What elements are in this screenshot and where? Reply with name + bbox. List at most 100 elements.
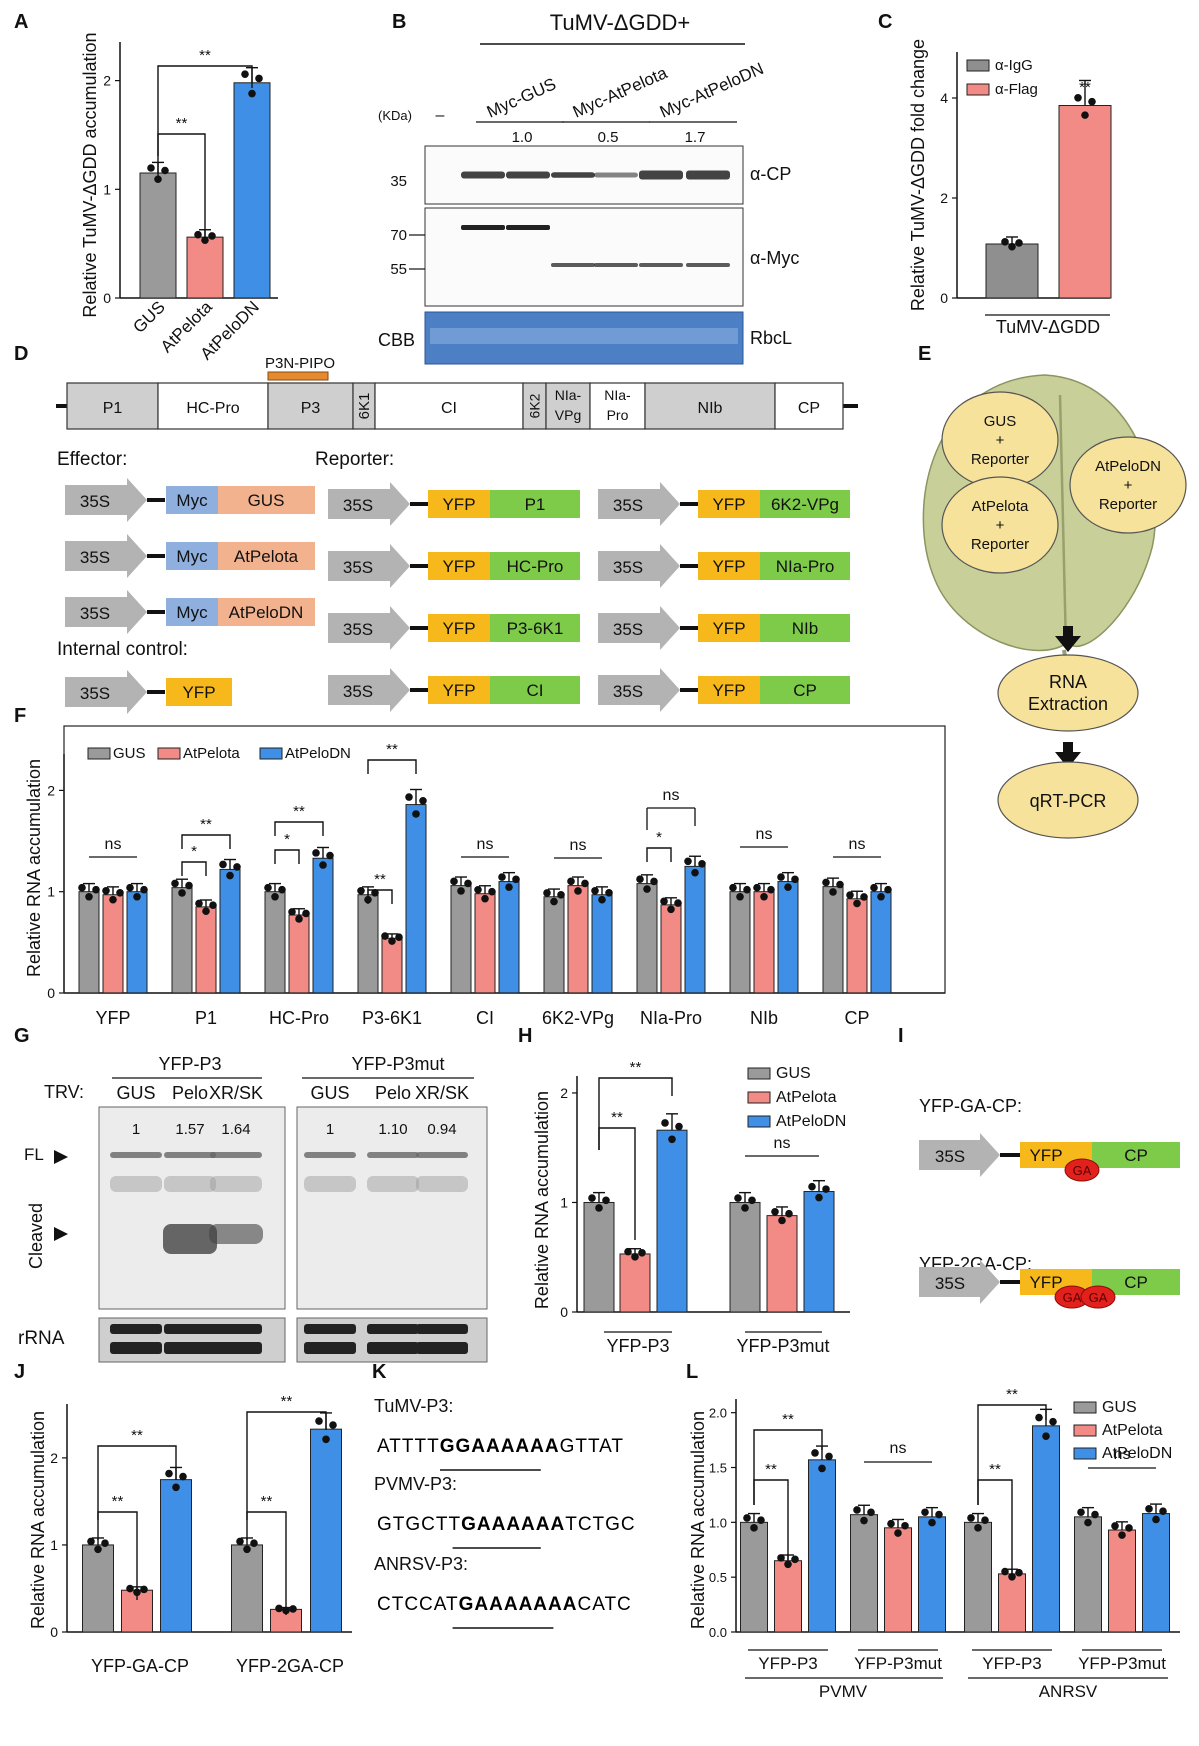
data-point bbox=[674, 899, 682, 907]
genome-label: VPg bbox=[555, 407, 581, 423]
rrna-band bbox=[304, 1324, 356, 1334]
cleaved-band bbox=[163, 1224, 217, 1254]
genome-segment-hc-pro bbox=[157, 382, 269, 430]
bar bbox=[870, 891, 892, 994]
fl-label: FL bbox=[24, 1145, 44, 1164]
significance-bracket bbox=[157, 133, 206, 238]
myc-tag bbox=[166, 486, 218, 514]
genome-label: 6K1 bbox=[356, 393, 373, 420]
genome-segment-nia-vpg bbox=[545, 382, 591, 430]
promoter-label: 35S bbox=[80, 684, 110, 703]
x-tick-label: HC-Pro bbox=[269, 1008, 329, 1028]
bar bbox=[803, 1191, 835, 1313]
x-tick-label: NIa-Pro bbox=[640, 1008, 702, 1028]
data-point bbox=[264, 883, 272, 892]
myc-blot bbox=[424, 207, 744, 307]
genome-label: NIa- bbox=[604, 387, 631, 403]
significance-bracket bbox=[157, 65, 253, 156]
legend-entry: AtPeloDN bbox=[285, 745, 351, 762]
smear bbox=[416, 1176, 468, 1192]
data-point bbox=[464, 879, 472, 888]
significance-label: ** bbox=[611, 1109, 623, 1126]
significance-label: ** bbox=[293, 803, 305, 820]
data-point bbox=[505, 883, 513, 891]
data-point bbox=[87, 1537, 95, 1546]
bar bbox=[160, 1479, 192, 1633]
sequence-flank: GTTAT bbox=[560, 1436, 624, 1457]
blot-band bbox=[686, 170, 730, 180]
bar bbox=[288, 914, 310, 994]
legend-swatch bbox=[966, 59, 990, 72]
panel-letter: I bbox=[898, 1025, 904, 1047]
x-tick-label: YFP-2GA-CP bbox=[236, 1656, 344, 1676]
promoter-arrow bbox=[328, 606, 410, 650]
data-point bbox=[194, 230, 202, 239]
data-point bbox=[329, 1421, 337, 1429]
reporter-label: CP bbox=[793, 681, 817, 700]
rrna-band bbox=[164, 1342, 216, 1354]
significance-label: ns bbox=[477, 836, 494, 853]
data-point bbox=[172, 1483, 180, 1492]
data-point bbox=[1091, 1510, 1099, 1519]
panel-letter: L bbox=[686, 1361, 698, 1383]
data-point bbox=[161, 166, 169, 175]
data-point bbox=[171, 879, 179, 888]
data-point bbox=[967, 1514, 975, 1522]
promoter-label: 35S bbox=[613, 682, 643, 701]
data-point bbox=[829, 888, 837, 896]
y-tick-label: 0 bbox=[560, 1304, 568, 1320]
data-point bbox=[668, 1135, 676, 1144]
bar bbox=[884, 1527, 912, 1633]
y-tick-label: 1 bbox=[560, 1194, 568, 1210]
data-point bbox=[736, 892, 744, 901]
x-tick-label: YFP-P3 bbox=[982, 1654, 1042, 1673]
data-point bbox=[675, 1122, 683, 1131]
reporter-label: CI bbox=[527, 681, 544, 700]
data-point bbox=[147, 164, 155, 172]
data-point bbox=[729, 883, 737, 892]
data-point bbox=[319, 861, 327, 869]
smear bbox=[164, 1176, 216, 1192]
y-tick-label: 2 bbox=[103, 73, 111, 89]
sequence-flank: ATTTT bbox=[377, 1436, 440, 1457]
x-tick-label: YFP-GA-CP bbox=[91, 1656, 189, 1676]
significance-label: ns bbox=[1114, 1446, 1131, 1463]
significance-label: ** bbox=[782, 1411, 794, 1428]
promoter-label: 35S bbox=[613, 620, 643, 639]
data-point bbox=[631, 1253, 639, 1261]
data-point bbox=[357, 887, 365, 895]
band-value: 0.94 bbox=[427, 1121, 456, 1138]
data-point bbox=[588, 1194, 596, 1202]
reporter-label: 6K2-VPg bbox=[771, 495, 839, 514]
legend-swatch bbox=[747, 1091, 771, 1104]
sequence: CTCCATGAAAAAAACATC bbox=[377, 1594, 632, 1615]
y-tick-label: 2.0 bbox=[709, 1406, 727, 1421]
y-tick-label: 0 bbox=[47, 985, 55, 1001]
data-point bbox=[928, 1518, 936, 1527]
infiltration-label: GUS bbox=[984, 413, 1017, 430]
legend-swatch bbox=[1073, 1401, 1097, 1414]
data-point bbox=[650, 877, 658, 886]
rrna-band bbox=[110, 1324, 162, 1334]
effector-gene bbox=[218, 542, 315, 570]
significance-bracket bbox=[181, 861, 207, 876]
yfp-label: YFP bbox=[712, 557, 745, 576]
x-tick-label: P3-6K1 bbox=[362, 1008, 422, 1028]
infiltration-label: + bbox=[1124, 477, 1133, 494]
yfp-label: YFP bbox=[442, 619, 475, 638]
y-axis-label: Relative TuMV-ΔGDD accumulation bbox=[80, 32, 100, 317]
data-point bbox=[474, 885, 482, 894]
bar bbox=[766, 1215, 798, 1313]
bar bbox=[918, 1516, 946, 1633]
yfp-label: YFP bbox=[442, 557, 475, 576]
blot-title: TuMV-ΔGDD+ bbox=[550, 10, 690, 35]
promoter-arrow bbox=[598, 668, 680, 712]
yfp-tag bbox=[698, 676, 760, 704]
significance-label: ** bbox=[200, 816, 212, 833]
genome-label: 6K2 bbox=[527, 393, 543, 418]
mw-marker: 55 bbox=[390, 261, 407, 278]
legend-entry: AtPelota bbox=[1102, 1422, 1163, 1439]
reporter-gene bbox=[490, 614, 580, 642]
panel-letter: G bbox=[14, 1025, 30, 1047]
significance-label: ** bbox=[131, 1427, 143, 1444]
